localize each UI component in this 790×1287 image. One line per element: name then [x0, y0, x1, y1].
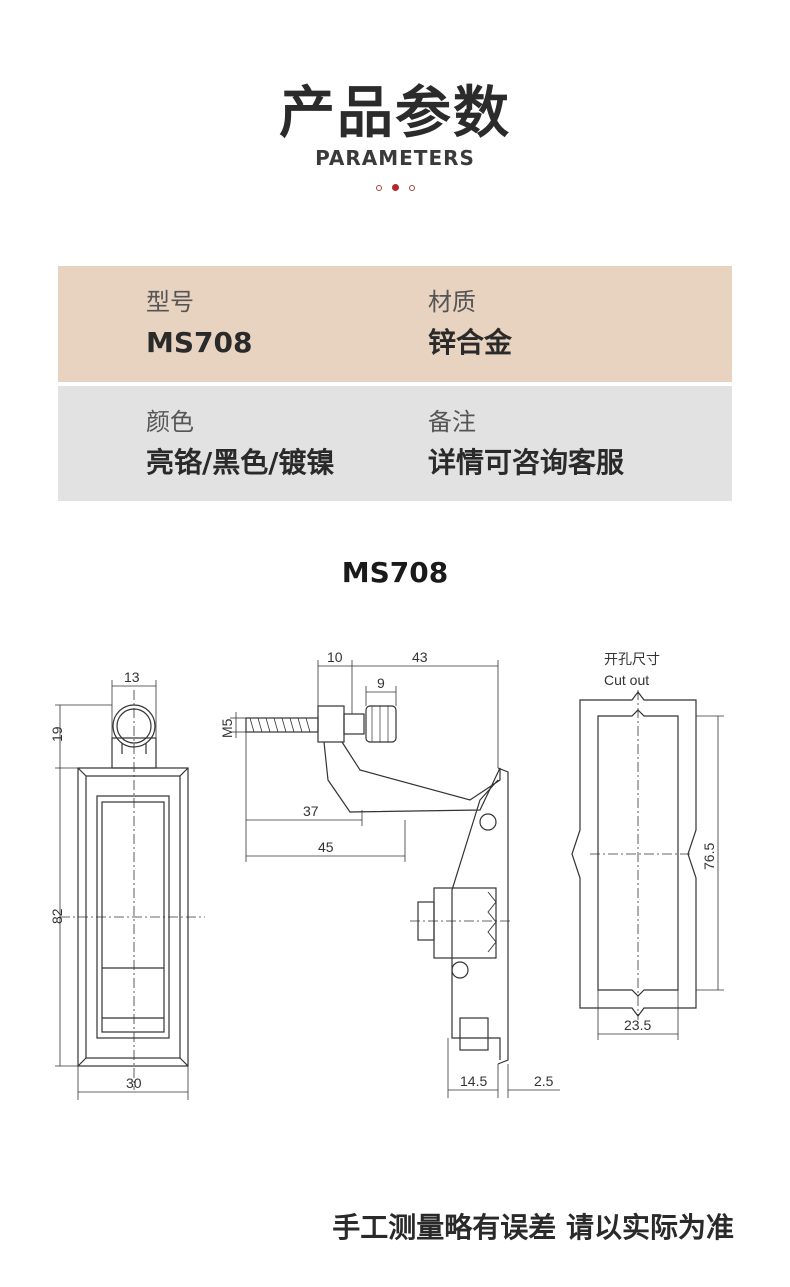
param-model: 型号 MS708: [146, 286, 252, 362]
params-row-2: 颜色 亮铬/黑色/镀镍 备注 详情可咨询客服: [58, 386, 732, 501]
page-subtitle: PARAMETERS: [315, 146, 475, 170]
dim-label: 14.5: [460, 1073, 487, 1089]
dim-label: 82: [49, 908, 65, 924]
params-row-1: 型号 MS708 材质 锌合金: [58, 266, 732, 382]
footer-note: 手工测量略有误差 请以实际为准: [332, 1211, 734, 1244]
param-color: 颜色 亮铬/黑色/镀镍: [146, 406, 334, 482]
front-view: [55, 680, 205, 1100]
cutout-label-en: Cut out: [604, 672, 649, 688]
param-value: 详情可咨询客服: [428, 446, 625, 479]
dot-icon: [375, 185, 382, 191]
param-label: 颜色: [146, 408, 194, 436]
param-label: 型号: [146, 288, 194, 316]
dim-label: 10: [327, 649, 343, 665]
dot-icon: [391, 184, 399, 191]
dim-label: 76.5: [701, 843, 717, 870]
cutout-view: [571, 690, 724, 1040]
dim-label: M5: [219, 718, 235, 738]
dim-label: 9: [377, 675, 385, 691]
dim-label: 45: [318, 839, 334, 855]
param-label: 材质: [428, 288, 476, 316]
page-title: 产品参数: [279, 81, 511, 146]
dim-label: 37: [303, 803, 319, 819]
param-value: 锌合金: [428, 326, 513, 359]
dim-label: 30: [126, 1075, 142, 1091]
dim-label: 19: [49, 726, 65, 742]
dim-label: 2.5: [534, 1073, 554, 1089]
dot-icon: [408, 185, 415, 191]
dim-label: 13: [124, 669, 140, 685]
param-remark: 备注 详情可咨询客服: [428, 406, 624, 482]
param-material: 材质 锌合金: [428, 286, 512, 362]
side-view: [230, 660, 560, 1098]
param-value: MS708: [146, 326, 253, 359]
dim-label: 23.5: [624, 1017, 651, 1033]
dim-label: 43: [412, 649, 428, 665]
param-label: 备注: [428, 408, 476, 436]
decorative-dots: [0, 184, 790, 191]
drawing-model-title: MS708: [341, 556, 449, 589]
param-value: 亮铬/黑色/镀镍: [146, 446, 335, 479]
cutout-label-cn: 开孔尺寸: [604, 651, 660, 667]
technical-drawing: 13 19 82 30 10 43 9 M5 37 45 14.5 2.5 76…: [49, 649, 724, 1100]
